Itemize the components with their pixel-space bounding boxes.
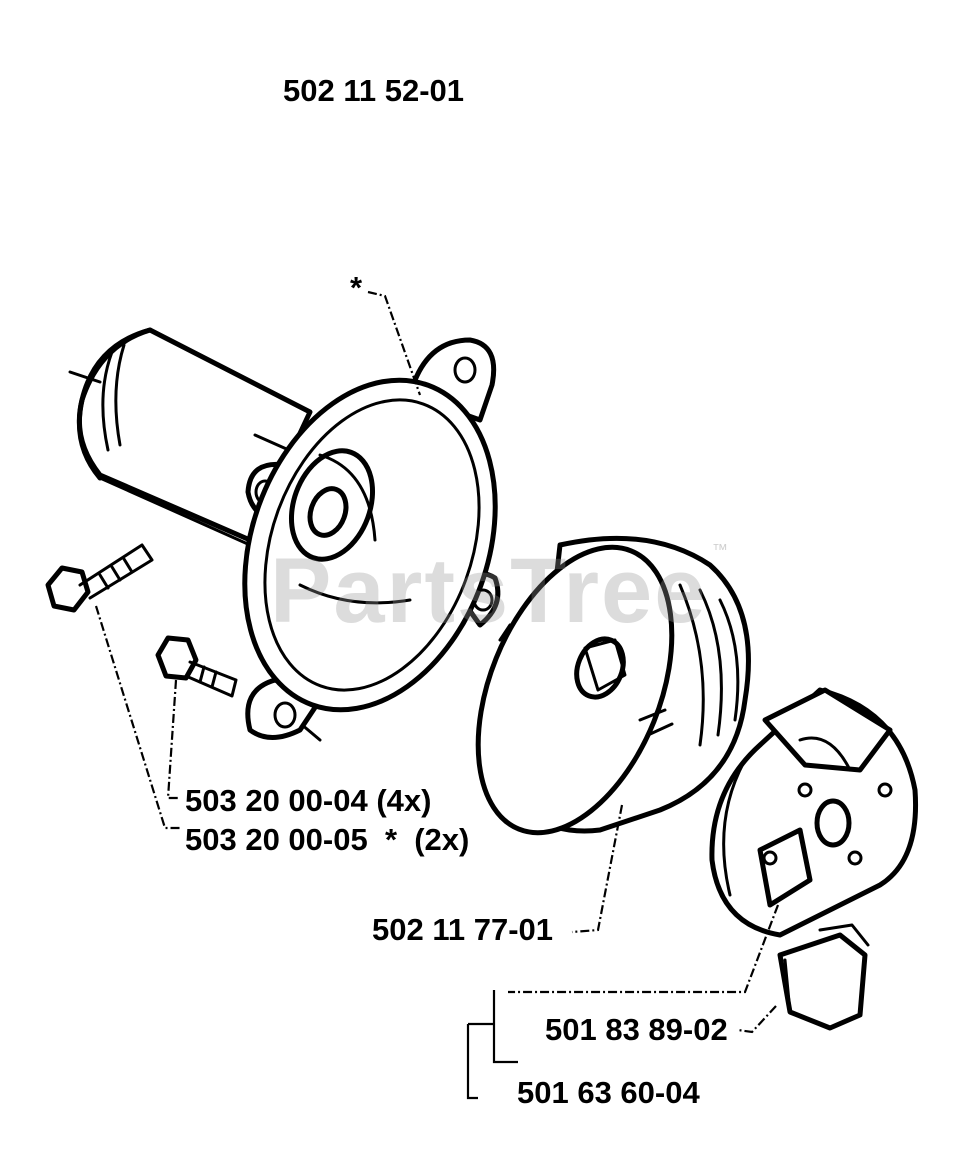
watermark-trademark: ™ <box>712 542 728 559</box>
clutch-assembly <box>709 687 919 1031</box>
asterisk-marker: * <box>350 270 363 305</box>
label-clutch-drum: 502 11 77-01 <box>372 912 554 947</box>
title-part-number: 502 11 52-01 <box>283 73 465 108</box>
label-screw-4x: 503 20 00-04 (4x) <box>185 783 432 818</box>
screw-long <box>45 543 154 613</box>
clutch-drum <box>475 535 751 836</box>
clutch-housing <box>68 327 501 742</box>
label-clutch-assembly: 501 63 60-04 <box>517 1075 700 1110</box>
label-screw-2x: 503 20 00-05 * (2x) <box>185 822 470 857</box>
screw-short <box>155 635 238 698</box>
label-spring: 501 83 89-02 <box>545 1012 728 1047</box>
leader-lines <box>94 290 780 1100</box>
watermark: PartsTree <box>270 540 708 642</box>
